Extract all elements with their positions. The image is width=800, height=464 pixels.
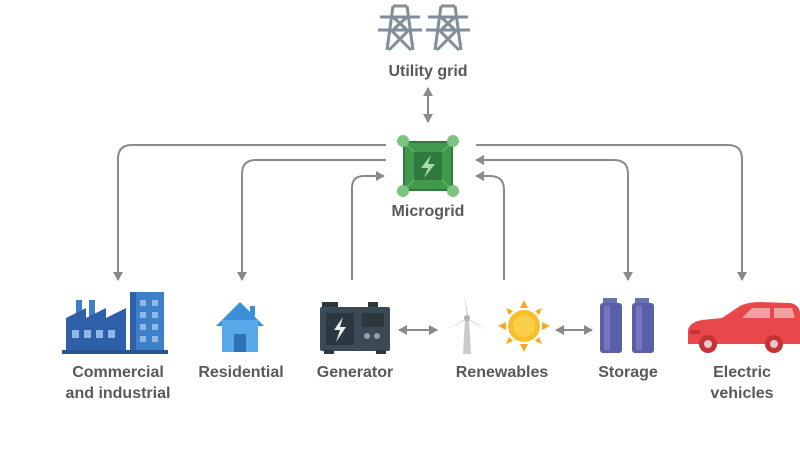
arrow-microgrid-electric-vehicles bbox=[476, 144, 747, 281]
electric-vehicles-label: Electric vehicles bbox=[692, 362, 792, 404]
microgrid-label: Microgrid bbox=[368, 201, 488, 222]
commercial-label: Commercial and industrial bbox=[48, 362, 188, 404]
generator-icon bbox=[320, 302, 390, 354]
battery-icon bbox=[600, 298, 654, 353]
storage-label-text: Storage bbox=[598, 364, 658, 381]
factory-icon bbox=[62, 292, 168, 354]
commercial-label-line2: and industrial bbox=[65, 385, 171, 402]
commercial-label-line1: Commercial bbox=[72, 364, 164, 381]
arrow-microgrid-commercial bbox=[113, 144, 386, 281]
electric-vehicles-label-line2: vehicles bbox=[710, 385, 774, 402]
generator-label: Generator bbox=[300, 362, 410, 383]
microgrid-label-text: Microgrid bbox=[391, 203, 465, 220]
generator-label-text: Generator bbox=[316, 364, 394, 381]
microgrid-chip-icon bbox=[397, 135, 459, 197]
arrow-microgrid-residential bbox=[237, 159, 386, 281]
electric-vehicles-label-line1: Electric bbox=[713, 364, 771, 381]
residential-label: Residential bbox=[186, 362, 296, 383]
renewables-label: Renewables bbox=[440, 362, 564, 383]
utility-grid-label: Utility grid bbox=[368, 61, 488, 82]
renewables-label-text: Renewables bbox=[455, 364, 549, 381]
wind-turbine-and-sun-icon bbox=[445, 294, 550, 354]
storage-label: Storage bbox=[578, 362, 678, 383]
arrow-storage-microgrid bbox=[475, 155, 633, 281]
car-icon bbox=[688, 302, 800, 353]
residential-label-text: Residential bbox=[198, 364, 284, 381]
arrow-generator-microgrid bbox=[351, 171, 385, 280]
transmission-tower-icon bbox=[378, 4, 470, 52]
arrow-renewables-microgrid bbox=[475, 171, 505, 280]
utility-grid-label-text: Utility grid bbox=[388, 63, 468, 80]
house-icon bbox=[216, 302, 264, 352]
